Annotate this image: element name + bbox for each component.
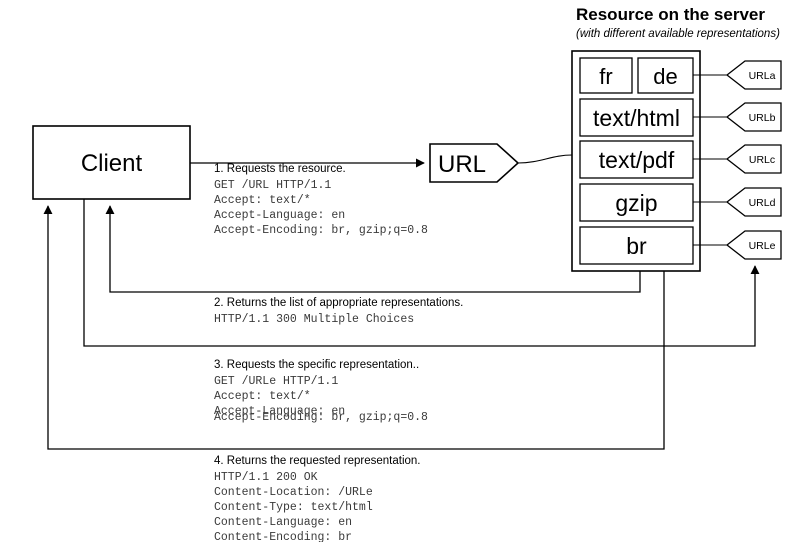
representation-label-text-html: text/html bbox=[593, 105, 680, 131]
url-tag-label-urle: URLe bbox=[749, 240, 776, 252]
representation-box-gzip[interactable] bbox=[579, 183, 694, 222]
url-node-shape[interactable] bbox=[429, 143, 520, 183]
url-tag-shape-urle[interactable] bbox=[725, 230, 782, 260]
step-3-line-1: Accept: text/* bbox=[214, 390, 311, 403]
representation-box-fr[interactable] bbox=[579, 57, 633, 94]
step-1-line-2: Accept-Language: en bbox=[214, 209, 345, 222]
step-3-line-0: GET /URLe HTTP/1.1 bbox=[214, 375, 338, 388]
client-box[interactable] bbox=[32, 125, 191, 200]
step-3-heading: 3. Requests the specific representation.… bbox=[214, 359, 419, 371]
step4-return-path bbox=[43, 205, 665, 450]
representation-label-gzip: gzip bbox=[615, 190, 657, 216]
url-node-label: URL bbox=[438, 151, 486, 178]
url-tag-shape-urlc[interactable] bbox=[725, 144, 782, 174]
diagram-subtitle: (with different available representation… bbox=[576, 28, 780, 40]
step-4-line-4: Content-Encoding: br bbox=[214, 531, 352, 542]
step2-return-path bbox=[105, 205, 641, 293]
step-4-line-3: Content-Language: en bbox=[214, 516, 352, 529]
representation-label-de: de bbox=[653, 64, 677, 89]
representation-label-fr: fr bbox=[599, 64, 612, 89]
step-1-heading: 1. Requests the resource. bbox=[214, 163, 346, 175]
url-to-resource-connector bbox=[517, 154, 573, 164]
url-tag-label-urla: URLa bbox=[749, 70, 776, 82]
step-4-line-0: HTTP/1.1 200 OK bbox=[214, 471, 318, 484]
url-tag-shape-urld[interactable] bbox=[725, 187, 782, 217]
url-tag-shape-urlb[interactable] bbox=[725, 102, 782, 132]
step-1-line-3: Accept-Encoding: br, gzip;q=0.8 bbox=[214, 224, 428, 237]
representation-label-br: br bbox=[626, 233, 647, 259]
representation-box-br[interactable] bbox=[579, 226, 694, 265]
step-2-text-block: 2. Returns the list of appropriate repre… bbox=[214, 297, 463, 326]
client-label: Client bbox=[81, 150, 143, 177]
url-tag-label-urlb: URLb bbox=[749, 112, 776, 124]
url-tag-label-urlc: URLc bbox=[749, 154, 775, 166]
step-3-text-block: 3. Requests the specific representation.… bbox=[214, 359, 428, 424]
step3-request-path bbox=[83, 199, 760, 347]
step-3-line-2: Accept-Language: en bbox=[214, 405, 345, 418]
url-tag-shape-urla[interactable] bbox=[725, 60, 782, 90]
step-1-text-block: 1. Requests the resource. GET /URL HTTP/… bbox=[214, 163, 428, 237]
representation-label-text-pdf: text/pdf bbox=[599, 147, 675, 173]
step-1-line-1: Accept: text/* bbox=[214, 194, 311, 207]
step-4-line-2: Content-Type: text/html bbox=[214, 501, 373, 514]
step-2-heading: 2. Returns the list of appropriate repre… bbox=[214, 297, 463, 309]
url-tag-label-urld: URLd bbox=[749, 197, 776, 209]
step-4-heading: 4. Returns the requested representation. bbox=[214, 455, 421, 467]
step-4-text-block: 4. Returns the requested representation.… bbox=[214, 455, 421, 542]
step-3-line-3: Accept-Encoding: br, gzip;q=0.8 bbox=[214, 411, 428, 424]
step-1-line-0: GET /URL HTTP/1.1 bbox=[214, 179, 331, 192]
step-4-line-1: Content-Location: /URLe bbox=[214, 486, 373, 499]
step-2-line-0: HTTP/1.1 300 Multiple Choices bbox=[214, 313, 414, 326]
diagram-title: Resource on the server bbox=[576, 5, 765, 24]
